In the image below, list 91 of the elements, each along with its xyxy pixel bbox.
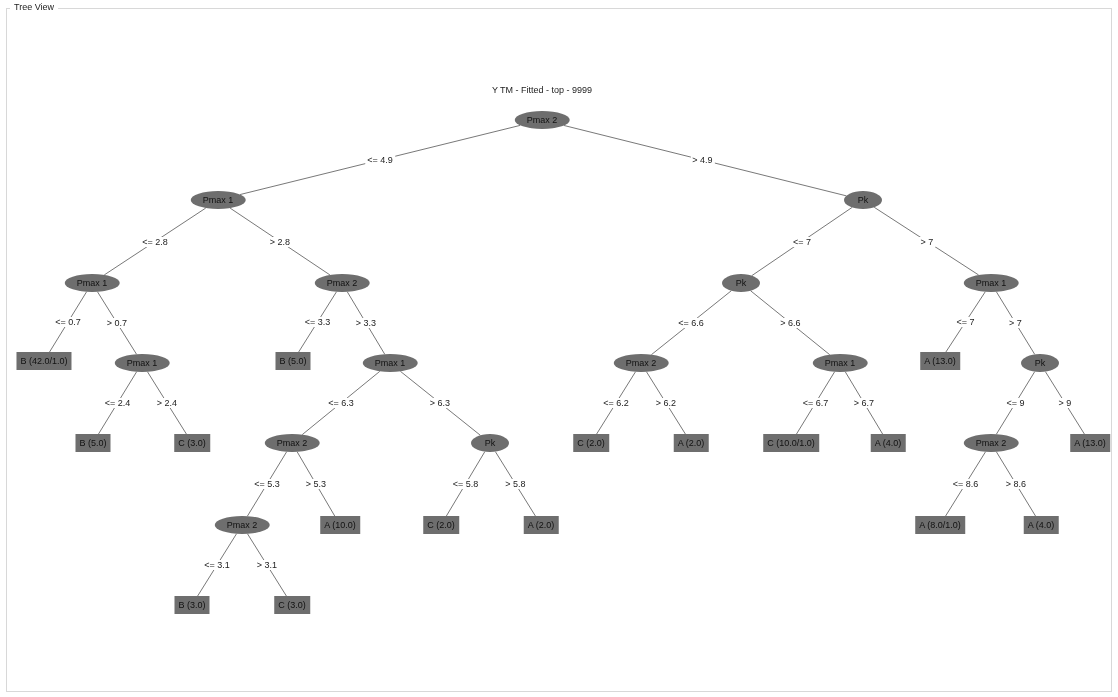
leaf-node-box: C (2.0) xyxy=(423,516,459,534)
edge-label: <= 9 xyxy=(1004,398,1027,408)
connector-line xyxy=(97,291,137,355)
edge-label: > 7 xyxy=(1007,318,1024,328)
edge-label: <= 3.1 xyxy=(202,560,232,570)
leaf-node-box: B (5.0) xyxy=(275,352,311,370)
connector-line xyxy=(296,451,336,517)
leaf-node-box: A (13.0) xyxy=(1070,434,1110,452)
edge-label: > 4.9 xyxy=(690,155,715,165)
leaf-node-box: A (4.0) xyxy=(870,434,906,452)
connector-line xyxy=(796,371,835,435)
edge-label: <= 3.3 xyxy=(302,317,333,327)
split-node-ellipse: Pmax 2 xyxy=(264,434,320,452)
connector-line xyxy=(229,207,331,276)
leaf-node-box: C (10.0/1.0) xyxy=(763,434,819,452)
leaf-node-box: A (8.0/1.0) xyxy=(915,516,965,534)
leaf-node-box: A (13.0) xyxy=(920,352,960,370)
edge-label: <= 8.6 xyxy=(950,479,981,489)
edge-label: > 5.3 xyxy=(303,479,329,489)
leaf-node-box: C (3.0) xyxy=(174,434,210,452)
split-node-ellipse: Pmax 2 xyxy=(613,354,669,372)
edge-label: <= 2.8 xyxy=(140,236,170,247)
edge-label: > 6.6 xyxy=(778,318,803,328)
connector-line xyxy=(301,370,381,436)
split-node-ellipse: Pmax 1 xyxy=(812,354,868,372)
edge-label: > 3.3 xyxy=(353,318,379,328)
leaf-node-box: B (5.0) xyxy=(75,434,111,452)
leaf-node-box: C (2.0) xyxy=(573,434,609,452)
edge-label: <= 6.6 xyxy=(676,318,706,328)
connector-line xyxy=(563,125,847,197)
edge-label: <= 0.7 xyxy=(53,317,83,327)
split-node-ellipse: Pmax 1 xyxy=(64,274,120,292)
leaf-node-box: A (2.0) xyxy=(673,434,709,452)
edge-label: <= 7 xyxy=(954,317,977,327)
split-node-ellipse: Pk xyxy=(722,274,760,292)
split-node-ellipse: Pk xyxy=(471,434,509,452)
split-node-ellipse: Pmax 2 xyxy=(314,274,370,292)
connector-line xyxy=(1045,371,1085,435)
connector-line xyxy=(996,371,1036,435)
edge-label: <= 6.7 xyxy=(800,398,831,408)
connector-line xyxy=(239,125,521,195)
edge-label: <= 4.9 xyxy=(365,155,395,165)
split-node-ellipse: Pmax 1 xyxy=(114,354,170,372)
panel-title: Tree View xyxy=(10,2,59,12)
leaf-node-box: B (3.0) xyxy=(174,596,210,614)
connector-line xyxy=(945,291,986,353)
edge-label: > 6.2 xyxy=(653,398,679,408)
connector-line xyxy=(247,533,287,597)
edge-label: <= 5.3 xyxy=(252,479,282,489)
edge-label: > 7 xyxy=(918,236,936,247)
connector-line xyxy=(750,290,831,356)
split-node-ellipse: Pmax 1 xyxy=(963,274,1019,292)
split-node-ellipse: Pmax 2 xyxy=(514,111,570,129)
split-node-ellipse: Pmax 2 xyxy=(214,516,270,534)
connector-line xyxy=(446,451,486,517)
edge-label: <= 6.3 xyxy=(326,398,356,408)
split-node-ellipse: Pmax 2 xyxy=(963,434,1019,452)
split-node-ellipse: Pk xyxy=(844,191,882,209)
leaf-node-box: B (42.0/1.0) xyxy=(16,352,72,370)
edge-label: > 3.1 xyxy=(254,560,280,570)
connector-line xyxy=(751,207,853,276)
connector-line xyxy=(147,371,187,435)
edge-label: <= 7 xyxy=(791,236,813,247)
connector-line xyxy=(646,371,686,435)
connector-line xyxy=(346,291,386,355)
edge-label: <= 5.8 xyxy=(450,479,481,489)
connector-line xyxy=(844,371,883,435)
connector-line xyxy=(596,371,636,435)
split-node-ellipse: Pk xyxy=(1021,354,1059,372)
edge-label: > 2.4 xyxy=(154,398,180,408)
edge-label: > 2.8 xyxy=(267,236,293,247)
edge-label: > 6.7 xyxy=(851,398,877,408)
leaf-node-box: A (10.0) xyxy=(320,516,360,534)
edge-label: > 6.3 xyxy=(427,398,453,408)
connector-line xyxy=(103,207,207,276)
leaf-node-box: C (3.0) xyxy=(274,596,310,614)
edge-label: > 5.8 xyxy=(503,479,528,489)
edge-label: > 8.6 xyxy=(1003,479,1029,489)
edge-label: > 0.7 xyxy=(104,318,130,328)
connector-line xyxy=(873,206,979,276)
connector-line xyxy=(98,371,137,435)
split-node-ellipse: Pmax 1 xyxy=(190,191,246,209)
edge-label: <= 6.2 xyxy=(601,398,631,408)
edge-label: > 9 xyxy=(1056,398,1074,408)
connector-line xyxy=(197,533,237,597)
split-node-ellipse: Pmax 1 xyxy=(362,354,418,372)
tree-caption: Y TM - Fitted - top - 9999 xyxy=(491,85,593,95)
edge-label: <= 2.4 xyxy=(102,398,133,408)
leaf-node-box: A (4.0) xyxy=(1023,516,1059,534)
leaf-node-box: A (2.0) xyxy=(523,516,559,534)
connector-line xyxy=(996,291,1036,355)
